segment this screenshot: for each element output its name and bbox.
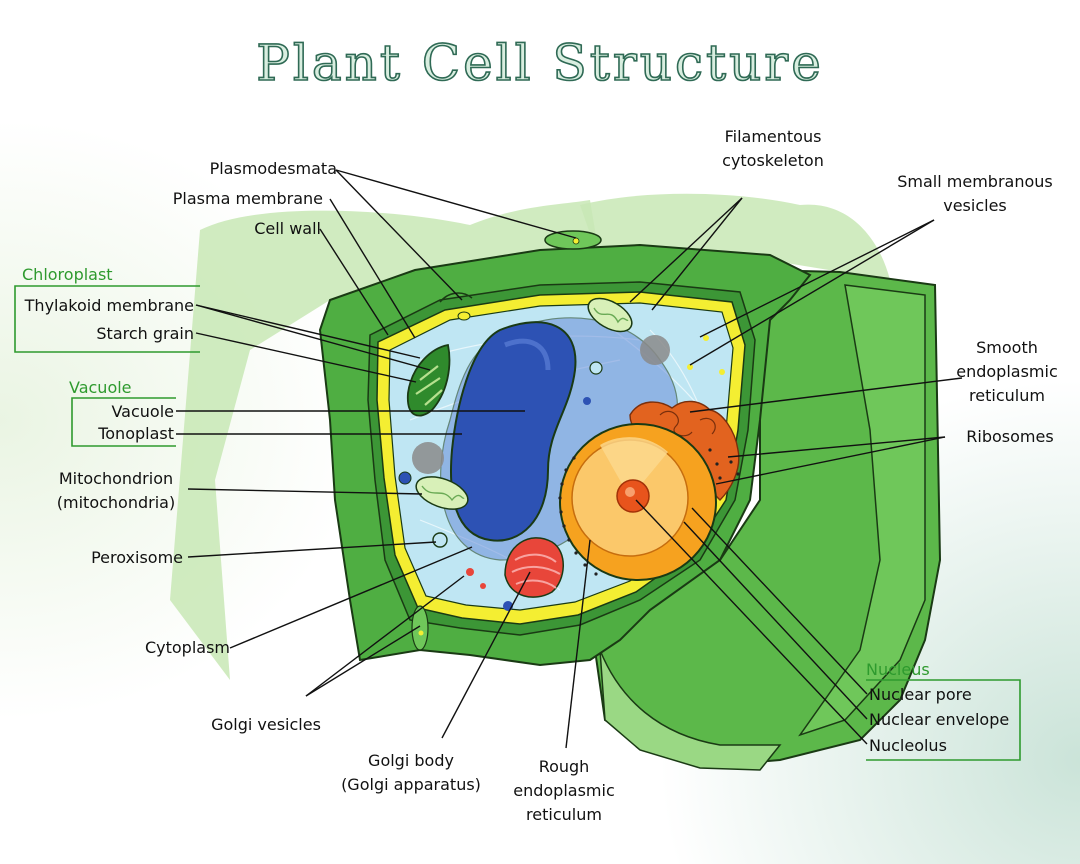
- label-ribosomes: Ribosomes: [966, 427, 1053, 446]
- grey-body-1: [412, 442, 444, 474]
- label-filamentous-1: Filamentous: [725, 127, 822, 146]
- label-cell-wall: Cell wall: [254, 219, 321, 238]
- vacuole-bracket: [71, 397, 176, 447]
- label-peroxisome: Peroxisome: [91, 548, 183, 567]
- mitochondrion-upper: [587, 297, 633, 333]
- label-rough-er-2: endoplasmic: [513, 781, 615, 800]
- label-smooth-er-1: Smooth: [976, 338, 1038, 357]
- label-filamentous-2: cytoskeleton: [722, 151, 824, 170]
- label-small-vesicles-2: vesicles: [943, 196, 1007, 215]
- chloroplast-bracket: [14, 285, 200, 353]
- label-plasma-membrane: Plasma membrane: [173, 189, 323, 208]
- label-tonoplast: Tonoplast: [97, 424, 174, 443]
- cell-wall-side-highlight: [798, 284, 926, 737]
- label-golgi-apparatus: (Golgi apparatus): [341, 775, 481, 794]
- label-nuclear-envelope: Nuclear envelope: [869, 710, 1009, 729]
- label-starch-grain: Starch grain: [96, 324, 194, 343]
- label-mitochondria: (mitochondria): [57, 493, 175, 512]
- ribosome-dots: [558, 448, 740, 576]
- vacuole-shape: [449, 321, 577, 542]
- label-rough-er-1: Rough: [539, 757, 590, 776]
- leader-lines: [176, 169, 963, 749]
- chloroplast-shape: [407, 343, 451, 417]
- label-mitochondrion: Mitochondrion: [59, 469, 173, 488]
- cell-wall-front-bevel: [599, 649, 782, 771]
- label-thylakoid-membrane: Thylakoid membrane: [24, 296, 194, 315]
- label-small-vesicles-1: Small membranous: [897, 172, 1052, 191]
- group-chloroplast: Chloroplast: [22, 265, 113, 284]
- plasmodesma-bottom: [411, 605, 429, 651]
- label-nuclear-pore: Nuclear pore: [869, 685, 972, 704]
- golgi-body-shape: [504, 537, 564, 598]
- label-rough-er-3: reticulum: [526, 805, 602, 824]
- label-golgi-body: Golgi body: [368, 751, 454, 770]
- group-vacuole: Vacuole: [69, 378, 132, 397]
- page-title: Plant Cell Structure: [255, 33, 824, 93]
- label-golgi-vesicles: Golgi vesicles: [211, 715, 321, 734]
- label-smooth-er-2: endoplasmic: [956, 362, 1058, 381]
- grey-body-2: [640, 335, 670, 365]
- mitochondrion-lower: [415, 476, 469, 510]
- label-nucleolus: Nucleolus: [869, 736, 947, 755]
- group-nucleus: Nucleus: [866, 660, 930, 679]
- label-smooth-er-3: reticulum: [969, 386, 1045, 405]
- neighbor-cell-left: [170, 200, 600, 680]
- label-cytoplasm: Cytoplasm: [145, 638, 230, 657]
- label-plasmodesmata: Plasmodesmata: [210, 159, 337, 178]
- label-vacuole: Vacuole: [111, 402, 174, 421]
- nucleus-bracket: [866, 679, 1021, 761]
